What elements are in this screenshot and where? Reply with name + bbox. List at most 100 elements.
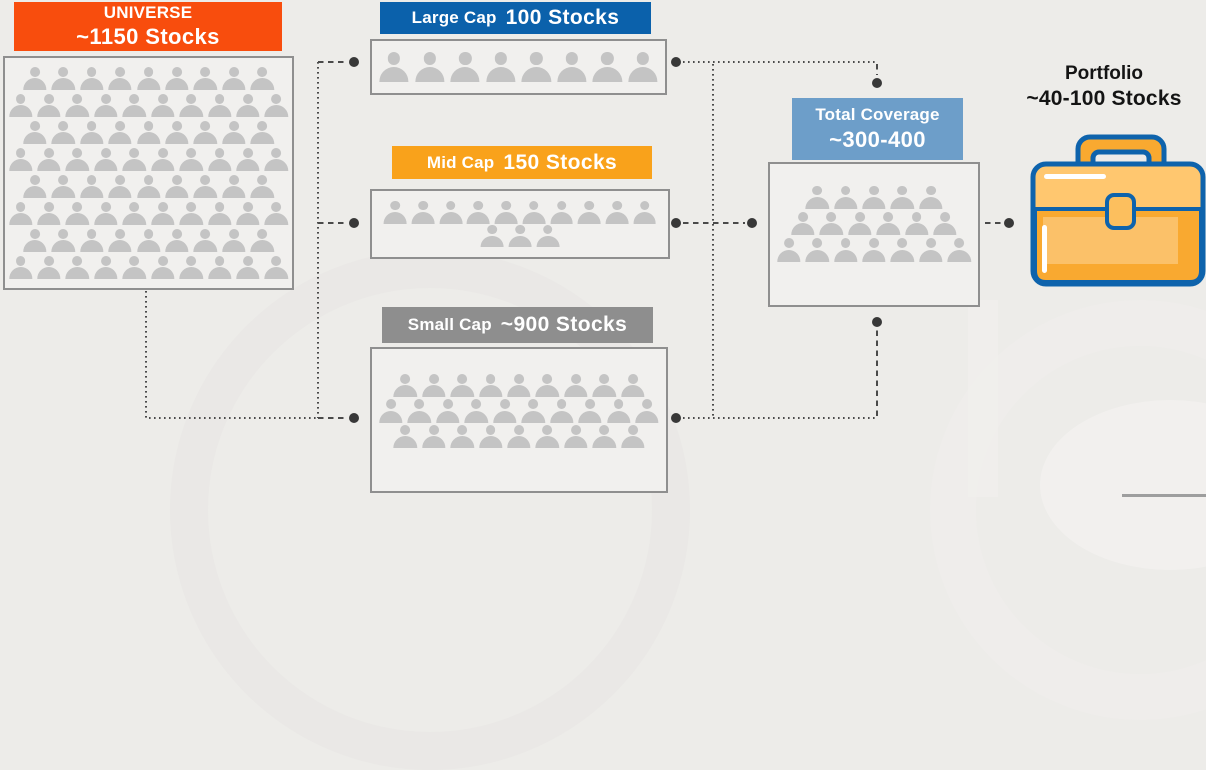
person-row bbox=[6, 148, 290, 171]
person-row bbox=[21, 121, 277, 144]
person-icon bbox=[35, 256, 62, 279]
person-icon bbox=[804, 186, 831, 209]
background-watermark-blob bbox=[1040, 400, 1206, 570]
person-icon bbox=[413, 52, 447, 81]
person-icon bbox=[149, 148, 176, 171]
person-icon bbox=[192, 121, 219, 144]
large-cap-box bbox=[370, 39, 667, 95]
person-row bbox=[377, 399, 661, 422]
person-icon bbox=[590, 52, 624, 81]
portfolio-subtitle: ~40-100 Stocks bbox=[1026, 86, 1182, 110]
person-icon bbox=[548, 201, 574, 224]
background-watermark-ring bbox=[930, 300, 1206, 720]
person-icon bbox=[249, 67, 276, 90]
person-icon bbox=[7, 94, 34, 117]
person-icon bbox=[534, 425, 561, 448]
person-icon bbox=[420, 425, 447, 448]
person-icon bbox=[135, 175, 162, 198]
person-icon bbox=[249, 175, 276, 198]
mid-cap-label: Mid Cap bbox=[426, 152, 495, 172]
person-icon bbox=[107, 67, 134, 90]
person-row bbox=[21, 67, 277, 90]
person-icon bbox=[875, 212, 902, 235]
universe-header: UNIVERSE ~1150 Stocks bbox=[14, 2, 282, 51]
person-icon bbox=[619, 425, 646, 448]
person-icon bbox=[235, 202, 262, 225]
person-icon bbox=[263, 256, 290, 279]
total-coverage-box bbox=[768, 162, 980, 307]
person-icon bbox=[121, 202, 148, 225]
person-icon bbox=[7, 202, 34, 225]
person-icon bbox=[178, 148, 205, 171]
person-icon bbox=[519, 52, 553, 81]
person-row bbox=[478, 225, 561, 248]
person-icon bbox=[21, 229, 48, 252]
small-cap-label: Small Cap bbox=[407, 315, 492, 334]
person-icon bbox=[493, 201, 519, 224]
person-icon bbox=[263, 202, 290, 225]
person-icon bbox=[78, 229, 105, 252]
stock-universe-diagram: UNIVERSE ~1150 Stocks Large Cap 100 Stoc… bbox=[0, 0, 1206, 497]
person-icon bbox=[548, 399, 575, 422]
large-cap-header: Large Cap 100 Stocks bbox=[380, 2, 651, 34]
person-icon bbox=[249, 229, 276, 252]
person-icon bbox=[135, 67, 162, 90]
person-icon bbox=[479, 225, 505, 248]
person-icon bbox=[235, 148, 262, 171]
person-icon bbox=[92, 256, 119, 279]
person-icon bbox=[406, 399, 433, 422]
portfolio-title: Portfolio bbox=[1064, 63, 1144, 84]
person-icon bbox=[804, 238, 831, 261]
person-row bbox=[6, 256, 290, 279]
person-icon bbox=[377, 52, 411, 81]
person-icon bbox=[50, 229, 77, 252]
person-icon bbox=[591, 374, 618, 397]
person-icon bbox=[449, 425, 476, 448]
person-icon bbox=[35, 94, 62, 117]
person-icon bbox=[92, 94, 119, 117]
person-icon bbox=[889, 238, 916, 261]
person-icon bbox=[631, 201, 657, 224]
person-icon bbox=[206, 202, 233, 225]
person-icon bbox=[149, 202, 176, 225]
person-icon bbox=[50, 121, 77, 144]
person-icon bbox=[220, 121, 247, 144]
person-icon bbox=[861, 186, 888, 209]
universe-title: UNIVERSE bbox=[103, 3, 193, 23]
person-icon bbox=[206, 148, 233, 171]
total-coverage-title: Total Coverage bbox=[815, 104, 940, 124]
person-icon bbox=[149, 256, 176, 279]
person-icon bbox=[50, 175, 77, 198]
person-icon bbox=[562, 425, 589, 448]
person-icon bbox=[107, 175, 134, 198]
person-icon bbox=[192, 67, 219, 90]
person-row bbox=[382, 201, 659, 224]
person-icon bbox=[206, 256, 233, 279]
person-icon bbox=[577, 399, 604, 422]
person-icon bbox=[438, 201, 464, 224]
person-icon bbox=[434, 399, 461, 422]
person-icon bbox=[249, 121, 276, 144]
person-icon bbox=[235, 256, 262, 279]
large-cap-label: Large Cap bbox=[411, 8, 497, 27]
person-icon bbox=[178, 202, 205, 225]
person-icon bbox=[465, 201, 491, 224]
person-row bbox=[21, 229, 277, 252]
large-cap-value: 100 Stocks bbox=[505, 6, 620, 29]
person-icon bbox=[535, 225, 561, 248]
person-icon bbox=[932, 212, 959, 235]
background-watermark-band bbox=[968, 300, 998, 497]
person-icon bbox=[832, 238, 859, 261]
person-icon bbox=[626, 52, 660, 81]
person-icon bbox=[382, 201, 408, 224]
person-icon bbox=[178, 94, 205, 117]
person-row bbox=[21, 175, 277, 198]
person-icon bbox=[832, 186, 859, 209]
person-icon bbox=[206, 94, 233, 117]
small-cap-crowd bbox=[372, 349, 666, 449]
universe-box bbox=[3, 56, 294, 290]
person-icon bbox=[448, 52, 482, 81]
person-icon bbox=[78, 67, 105, 90]
person-icon bbox=[463, 399, 490, 422]
person-icon bbox=[35, 148, 62, 171]
